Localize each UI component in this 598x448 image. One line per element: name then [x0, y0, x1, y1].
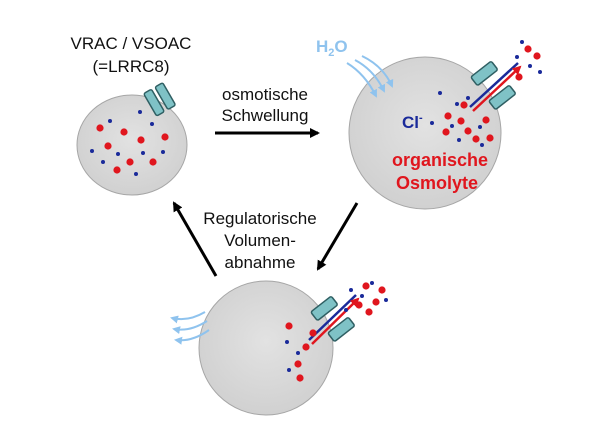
swollen-cell-channel-icon	[470, 61, 516, 110]
channel-gene-label: (=LRRC8)	[93, 57, 170, 76]
water-inflow-icon	[346, 55, 394, 98]
swollen-cell-efflux-arrow-icon	[469, 62, 522, 112]
shrinking-cell-chloride-ions	[285, 281, 388, 372]
resting-cell	[76, 82, 188, 196]
swollen-cell: H2O Cl- organische Osmolyte	[316, 37, 542, 210]
shrinking-cell-channel-icon	[310, 296, 355, 342]
rvd-label-line3: abnahme	[225, 253, 296, 272]
shrinking-cell	[170, 280, 388, 416]
rvd-label-line2: Volumen-	[224, 231, 296, 250]
resting-cell-channel-icon	[143, 82, 176, 117]
organic-osmolytes-label-line1: organische	[392, 150, 488, 170]
water-outflow-icon	[170, 311, 210, 345]
swelling-label-line1: osmotische	[222, 85, 308, 104]
swollen-cell-osmolytes	[442, 45, 541, 143]
swollen-cell-chloride-ions	[430, 40, 542, 147]
rvd-arrow	[172, 201, 218, 277]
organic-osmolytes-label-line2: Osmolyte	[396, 173, 478, 193]
efflux-phase-arrow	[316, 202, 359, 271]
resting-cell-osmolytes	[96, 124, 169, 174]
rvd-label-line1: Regulatorische	[203, 209, 316, 228]
shrinking-cell-efflux-arrow-icon	[308, 294, 360, 345]
water-label: H2O	[316, 37, 348, 59]
channel-name-label: VRAC / VSOAC	[71, 34, 192, 53]
swelling-label-line2: Schwellung	[222, 106, 309, 125]
resting-cell-chloride-ions	[90, 110, 165, 176]
chloride-label: Cl-	[402, 112, 423, 132]
shrinking-cell-osmolytes	[285, 282, 386, 382]
